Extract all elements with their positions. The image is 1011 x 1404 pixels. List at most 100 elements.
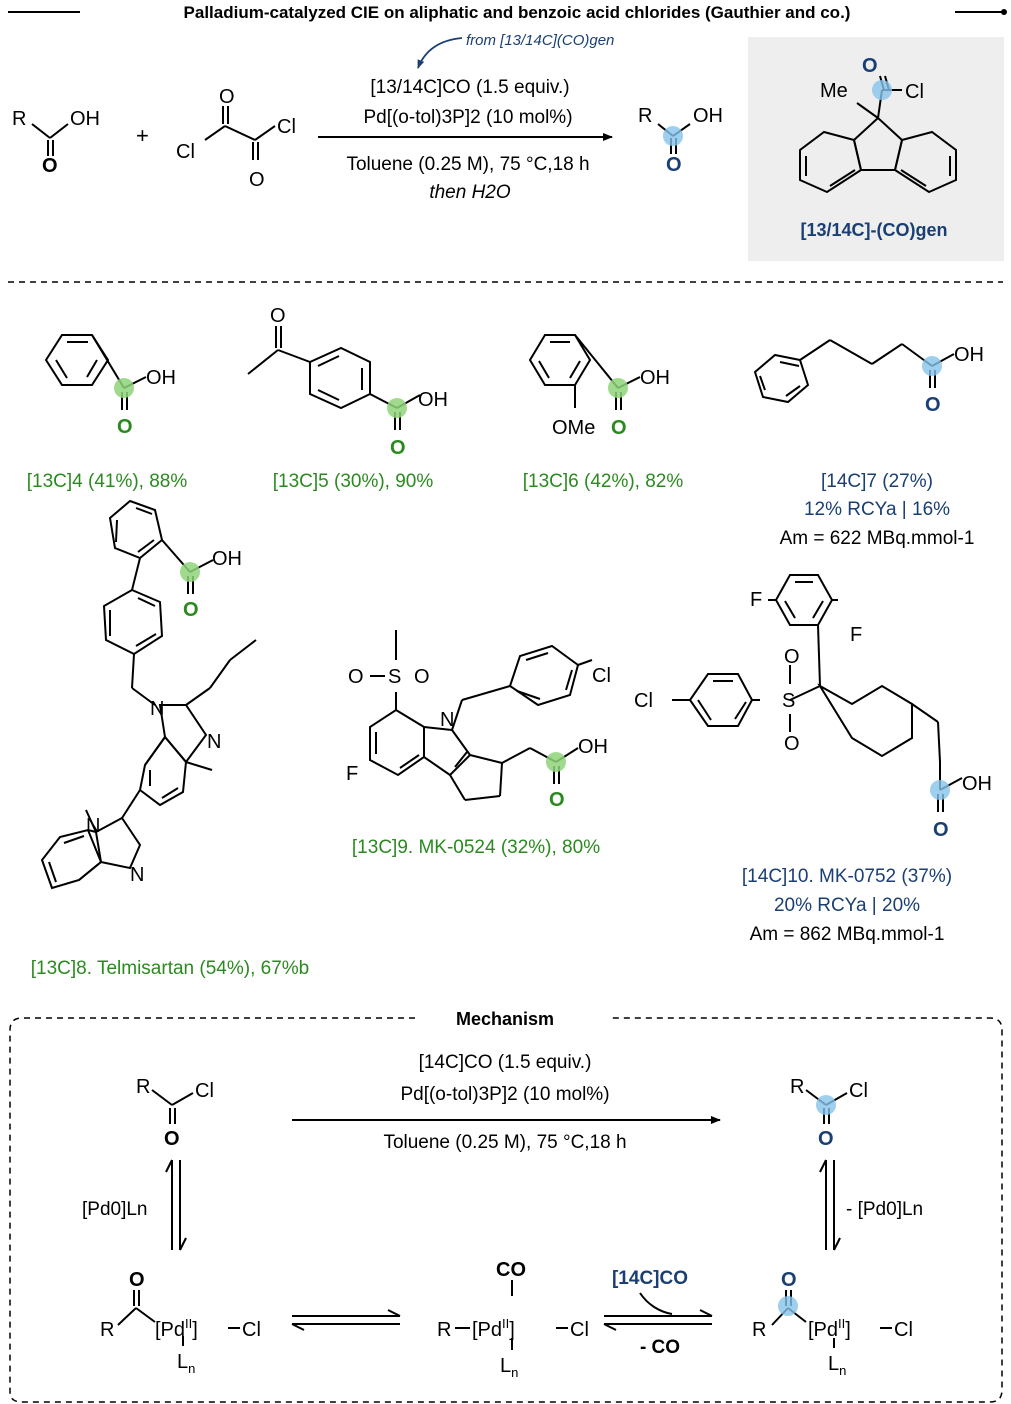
ligand-label: Ln	[500, 1355, 518, 1380]
cogen-box	[748, 37, 1004, 261]
atom-me: Me	[820, 80, 848, 102]
compound-5	[248, 326, 420, 430]
atom-oh: OH	[693, 105, 723, 127]
top-workup: then H2O	[429, 182, 511, 203]
atom-oh: OH	[578, 736, 608, 758]
pd-label: [PdII]	[155, 1316, 198, 1341]
left-catalyst: [Pd0]Ln	[82, 1199, 148, 1220]
atom-f: F	[850, 624, 862, 646]
mechanism-box: Mechanism	[10, 1009, 1002, 1402]
ligand-label: Ln	[177, 1351, 195, 1376]
atom-r: R	[437, 1319, 451, 1341]
atom-ome: OMe	[552, 417, 595, 439]
atom-r: R	[136, 1076, 150, 1098]
atom-cl: Cl	[905, 81, 924, 103]
label-glow	[930, 780, 950, 800]
atom-oh: OH	[212, 548, 242, 570]
compound-7-label: [14C]7 (27%)	[821, 471, 933, 492]
label-glow	[778, 1296, 798, 1316]
header: Palladium-catalyzed CIE on aliphatic and…	[8, 3, 1007, 22]
cogen-curved-arrow	[418, 38, 462, 69]
atom-o: O	[219, 86, 235, 108]
atom-o: O	[784, 646, 800, 668]
label-glow	[387, 398, 407, 418]
compound-8	[42, 501, 256, 888]
compound-9	[370, 630, 592, 800]
atom-r: R	[100, 1319, 114, 1341]
atom-oh: OH	[640, 367, 670, 389]
compound-7-am: Am = 622 MBq.mmol-1	[780, 528, 975, 549]
atom-o: O	[933, 819, 949, 841]
pd-label: [PdII]	[472, 1316, 515, 1341]
top-reagent: [13/14C]CO (1.5 equiv.)	[370, 77, 569, 98]
compound-4	[46, 335, 146, 410]
atom-r: R	[638, 105, 652, 127]
atom-o: O	[117, 416, 133, 438]
atom-s: S	[388, 666, 401, 688]
atom-o: O	[781, 1269, 797, 1291]
page-title: Palladium-catalyzed CIE on aliphatic and…	[184, 3, 851, 22]
atom-o: O	[549, 789, 565, 811]
label-glow	[114, 378, 134, 398]
atom-n: N	[440, 709, 454, 731]
atom-n: N	[207, 731, 221, 753]
atom-o: O	[818, 1128, 834, 1150]
atom-o: O	[414, 666, 430, 688]
compound-10-rcy: 20% RCYa | 20%	[774, 895, 920, 916]
atom-o: O	[42, 155, 58, 177]
mech-catalyst: Pd[(o-tol)3P]2 (10 mol%)	[400, 1084, 609, 1105]
atom-cl: Cl	[277, 116, 296, 138]
atom-cl: Cl	[592, 665, 611, 687]
atom-cl: Cl	[195, 1080, 214, 1102]
mechanism-title: Mechanism	[456, 1009, 554, 1029]
atom-r: R	[790, 1076, 804, 1098]
atom-oh: OH	[70, 108, 100, 130]
compound-4-label: [13C]4 (41%), 88%	[27, 471, 188, 492]
mechanism-structures	[118, 1090, 892, 1350]
compound-5-label: [13C]5 (30%), 90%	[273, 471, 434, 492]
compound-7-rcy: 12% RCYa | 16%	[804, 499, 950, 520]
atom-o: O	[270, 305, 286, 327]
compound-6-label: [13C]6 (42%), 82%	[523, 471, 684, 492]
atom-cl: Cl	[176, 141, 195, 163]
label-glow	[872, 80, 892, 100]
atom-f: F	[346, 763, 358, 785]
label-glow	[546, 752, 566, 772]
atom-cl: Cl	[634, 690, 653, 712]
compound-10-label: [14C]10. MK-0752 (37%)	[742, 866, 952, 887]
mech-reagent: [14C]CO (1.5 equiv.)	[419, 1052, 592, 1073]
mech-conditions: Toluene (0.25 M), 75 °C,18 h	[383, 1132, 626, 1153]
top-catalyst: Pd[(o-tol)3P]2 (10 mol%)	[363, 107, 572, 128]
compound-6	[530, 335, 640, 410]
atom-o: O	[666, 154, 682, 176]
atom-o: O	[925, 394, 941, 416]
compound-8-label: [13C]8. Telmisartan (54%), 67%b	[31, 958, 309, 979]
atom-cl: Cl	[242, 1319, 261, 1341]
label-glow	[180, 562, 200, 582]
atom-o: O	[390, 437, 406, 459]
atom-oh: OH	[954, 344, 984, 366]
atom-o: O	[129, 1269, 145, 1291]
label-glow	[922, 356, 942, 376]
atom-o: O	[862, 55, 878, 77]
plus-sign: +	[136, 123, 149, 148]
atom-r: R	[12, 108, 26, 130]
co-in-label: [14C]CO	[612, 1268, 688, 1289]
cogen-structure	[800, 76, 956, 192]
atom-oh: OH	[146, 367, 176, 389]
atom-o: O	[164, 1128, 180, 1150]
atom-cl: Cl	[849, 1080, 868, 1102]
atom-o: O	[249, 169, 265, 191]
atom-cl: Cl	[570, 1319, 589, 1341]
atom-r: R	[752, 1319, 766, 1341]
top-reaction	[32, 106, 690, 160]
atom-o: O	[348, 666, 364, 688]
atom-n: N	[130, 864, 144, 886]
compound-10	[672, 575, 962, 812]
co-out-label: - CO	[640, 1337, 680, 1358]
atom-oh: OH	[962, 773, 992, 795]
atom-o: O	[183, 599, 199, 621]
ligand-label: Ln	[828, 1353, 846, 1378]
